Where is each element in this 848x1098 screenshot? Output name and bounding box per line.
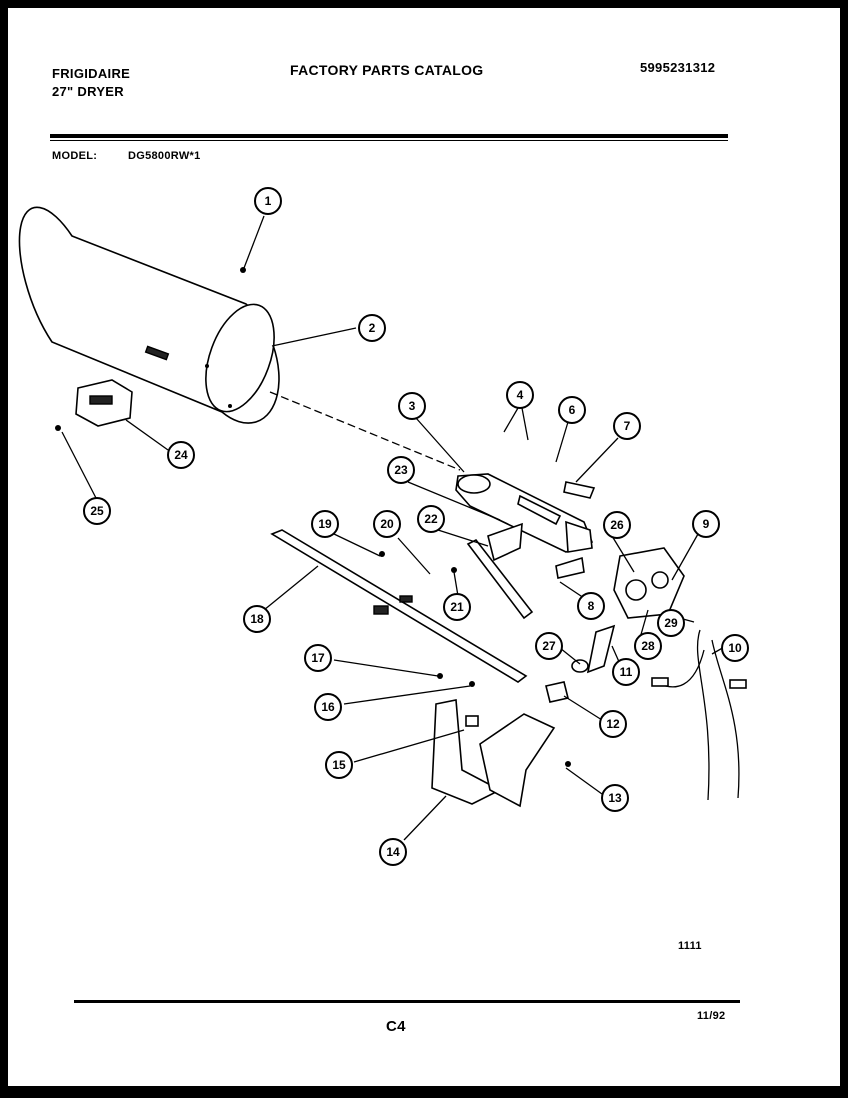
svg-text:8: 8 — [588, 599, 595, 613]
svg-text:23: 23 — [394, 463, 408, 477]
svg-text:25: 25 — [90, 504, 104, 518]
reference-number: 1111 — [678, 940, 702, 952]
callout-28: 28 — [634, 632, 662, 660]
wire-harness-part — [651, 629, 747, 801]
callout-3: 3 — [398, 392, 426, 420]
date-code: 11/92 — [697, 1010, 726, 1022]
callout-18: 18 — [243, 605, 271, 633]
svg-text:15: 15 — [332, 758, 346, 772]
callout-25: 25 — [83, 497, 111, 525]
callout-21: 21 — [443, 593, 471, 621]
callout-29: 29 — [657, 609, 685, 637]
svg-text:22: 22 — [424, 512, 438, 526]
catalog-page — [8, 8, 840, 1086]
igniter-part — [466, 522, 534, 620]
model-label: MODEL: — [52, 150, 98, 162]
rail-part — [270, 529, 528, 683]
callout-14: 14 — [379, 838, 407, 866]
svg-text:27: 27 — [542, 639, 556, 653]
callout-23: 23 — [387, 456, 415, 484]
callout-7: 7 — [613, 412, 641, 440]
svg-text:9: 9 — [703, 517, 710, 531]
svg-text:10: 10 — [728, 641, 742, 655]
callout-27: 27 — [535, 632, 563, 660]
callout-20: 20 — [373, 510, 401, 538]
callout-11: 11 — [612, 658, 640, 686]
svg-text:16: 16 — [321, 700, 335, 714]
callout-1: 1 — [254, 187, 282, 215]
switch-part — [55, 379, 133, 431]
svg-text:28: 28 — [641, 639, 655, 653]
burner-assembly-part — [455, 473, 596, 579]
svg-text:3: 3 — [409, 399, 416, 413]
svg-text:29: 29 — [664, 616, 678, 630]
callout-10: 10 — [721, 634, 749, 662]
model-value: DG5800RW*1 — [128, 150, 201, 162]
catalog-number: 5995231312 — [640, 60, 716, 75]
page-id: C4 — [386, 1018, 406, 1035]
callout-6: 6 — [558, 396, 586, 424]
svg-text:26: 26 — [610, 518, 624, 532]
header-rule — [50, 134, 728, 138]
svg-text:18: 18 — [250, 612, 264, 626]
callout-2: 2 — [358, 314, 386, 342]
bracket-part — [431, 699, 556, 808]
svg-text:17: 17 — [311, 651, 325, 665]
catalog-title: FACTORY PARTS CATALOG — [290, 62, 484, 78]
svg-text:21: 21 — [450, 600, 464, 614]
svg-text:19: 19 — [318, 517, 332, 531]
header-rule-thin — [50, 140, 728, 141]
callout-9: 9 — [692, 510, 720, 538]
svg-text:1: 1 — [265, 194, 272, 208]
svg-text:13: 13 — [608, 791, 622, 805]
svg-text:11: 11 — [620, 665, 633, 679]
callout-19: 19 — [311, 510, 339, 538]
callout-16: 16 — [314, 693, 342, 721]
svg-text:7: 7 — [624, 419, 631, 433]
callout-17: 17 — [304, 644, 332, 672]
svg-text:4: 4 — [517, 388, 524, 402]
callout-8: 8 — [577, 592, 605, 620]
callout-4: 4 — [506, 381, 534, 409]
svg-text:2: 2 — [369, 321, 376, 335]
product-name: 27" DRYER — [52, 84, 124, 99]
svg-text:12: 12 — [606, 717, 620, 731]
callout-22: 22 — [417, 505, 445, 533]
callout-15: 15 — [325, 751, 353, 779]
callout-26: 26 — [603, 511, 631, 539]
drum-part — [18, 206, 280, 424]
svg-text:14: 14 — [386, 845, 400, 859]
callout-13: 13 — [601, 784, 629, 812]
footer-rule — [74, 1000, 740, 1003]
brand-name: FRIGIDAIRE — [52, 66, 131, 81]
svg-text:6: 6 — [569, 403, 576, 417]
callout-12: 12 — [599, 710, 627, 738]
leader-lines — [61, 215, 727, 841]
svg-text:24: 24 — [174, 448, 188, 462]
svg-text:20: 20 — [380, 517, 394, 531]
callout-24: 24 — [167, 441, 195, 469]
gas-valve-part — [613, 547, 685, 619]
